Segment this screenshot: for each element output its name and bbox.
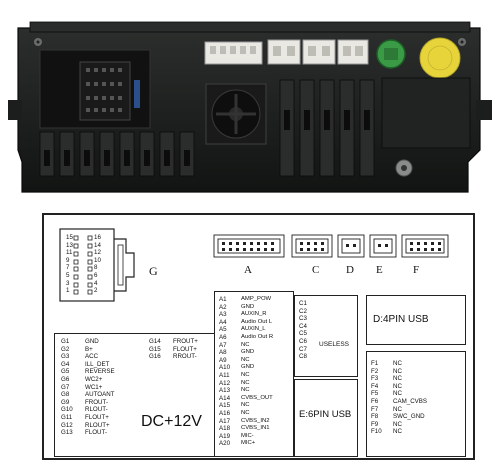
g-connector-outline: [59, 228, 135, 302]
connector-letter-e: E: [376, 264, 383, 276]
g-pin-numbers-right: 16 14 12 10 8 6 4 2: [94, 234, 101, 295]
d-connector-box: D:4PIN USB: [366, 295, 466, 345]
power-label: DC+12V: [141, 413, 202, 430]
connectors-row-drawing: [213, 234, 449, 258]
unit-back-photo: [8, 21, 492, 193]
connector-letter-a: A: [244, 264, 252, 276]
e-connector-box: E:6PIN USB: [294, 379, 358, 457]
g-pin-names-col2: FROUT+FLOUT+ RROUT-: [173, 338, 198, 361]
g-connector-letter: G: [149, 264, 158, 278]
d-connector-label: D:4PIN USB: [373, 314, 429, 325]
connector-letter-d: D: [346, 264, 354, 276]
g-pin-numbers-left: 15 13 11 9 7 5 3 1: [66, 234, 73, 295]
connector-letter-f: F: [413, 264, 420, 276]
c-useless-note: USELESS: [319, 341, 349, 348]
connector-letter-c: C: [312, 264, 320, 276]
e-connector-label: E:6PIN USB: [299, 409, 352, 420]
wiring-diagram: 15 13 11 9 7 5 3 1 16 14 12 10 8 6 4 2: [42, 213, 475, 460]
